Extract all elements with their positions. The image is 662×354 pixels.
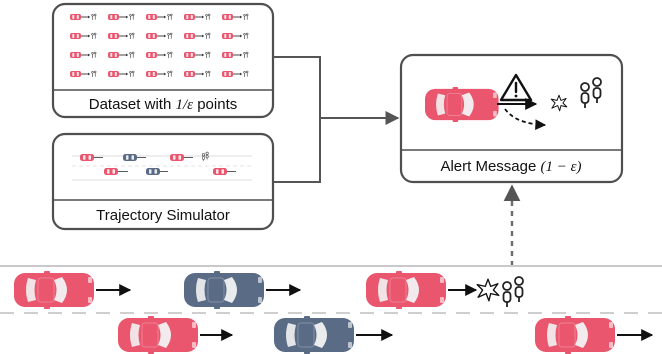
warning-triangle-icon [499,73,533,102]
road-collision-burst-icon [476,278,500,302]
road-car-red-1 [13,270,95,310]
road-car-blue-1 [183,270,265,310]
alert-box: Alert Message (1 − ε) [399,53,624,184]
sim-car-blue-2 [146,168,160,175]
road-car-red-4 [534,315,616,354]
alert-car-icon [424,86,500,123]
simulator-box: Trajectory Simulator [51,132,275,231]
road-car-red-2 [365,270,447,310]
alert-caption: Alert Message (1 − ε) [440,158,581,175]
alert-dashed-arrow [504,108,547,131]
sim-car-red-4 [213,168,227,175]
sim-car-red-1 [80,154,94,161]
simulator-caption: Trajectory Simulator [96,207,230,224]
dataset-box: Dataset with 1/ε points [51,2,275,119]
sim-car-red-2 [170,154,184,161]
road-scene [0,265,662,354]
merge-connector [273,56,400,183]
road-car-blue-2 [273,315,355,354]
simulator-thumbnail [72,151,252,181]
sim-car-blue-1 [123,154,137,161]
road-pedestrians-icon [502,276,524,308]
sim-car-red-3 [104,168,118,175]
dataset-caption: Dataset with 1/ε points [89,96,238,113]
road-car-red-3 [117,315,199,354]
